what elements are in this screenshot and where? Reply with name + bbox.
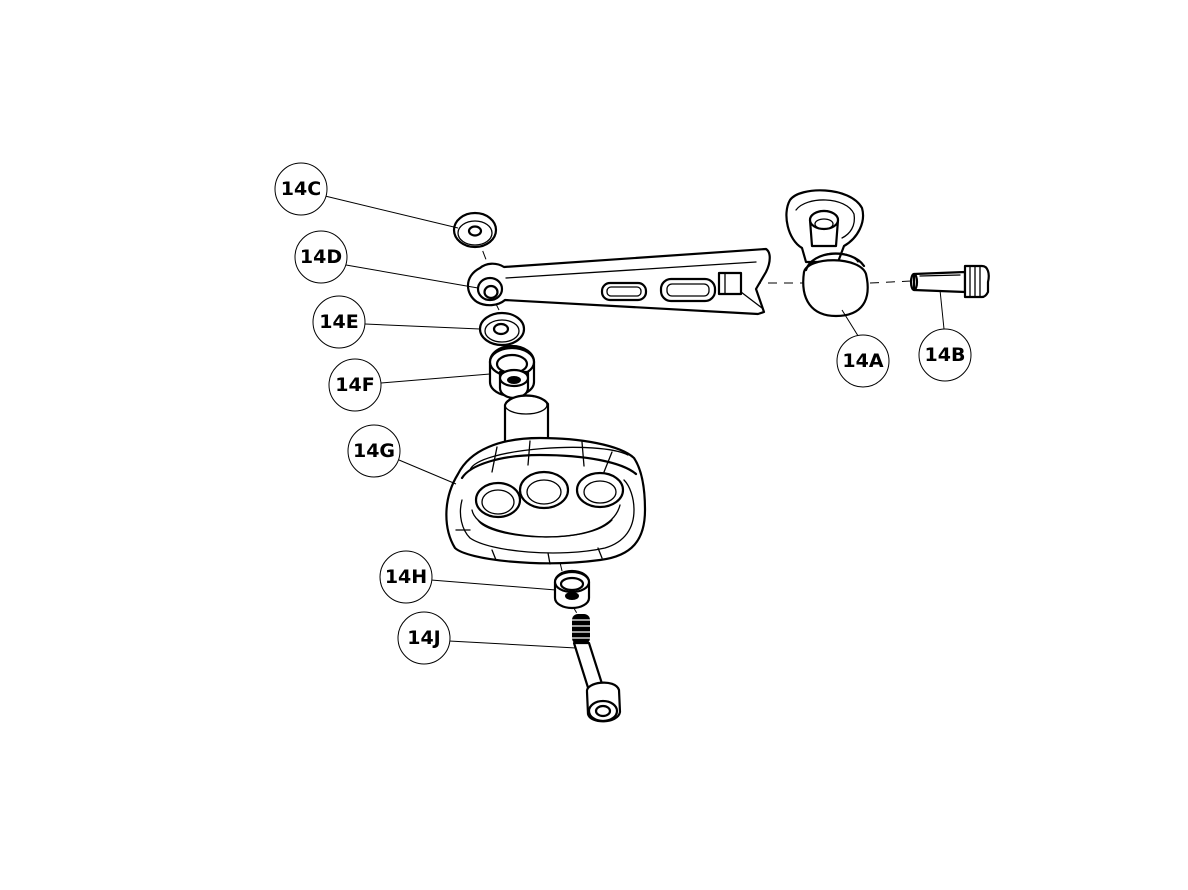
callout-14d-label: 14D	[300, 246, 342, 268]
callout-14j-label: 14J	[407, 627, 441, 649]
part-14b-screw	[909, 264, 990, 299]
part-14g-pedal	[445, 394, 647, 565]
callout-14g-label: 14G	[353, 440, 395, 462]
part-14a-pivot-bracket	[785, 189, 869, 318]
callout-14a: 14A	[836, 334, 890, 388]
callout-14e: 14E	[312, 295, 366, 349]
callout-14d: 14D	[294, 230, 348, 284]
part-14j-bolt	[572, 614, 622, 723]
part-14c-washer	[452, 211, 498, 249]
part-14e-washer	[478, 311, 526, 347]
callout-14a-label: 14A	[842, 350, 883, 372]
callout-14g: 14G	[347, 424, 401, 478]
callout-14f-label: 14F	[335, 374, 374, 396]
callout-14c: 14C	[274, 162, 328, 216]
callout-14e-label: 14E	[319, 311, 358, 333]
callout-14b: 14B	[918, 328, 972, 382]
part-14d-lever-arm	[466, 247, 771, 316]
part-14h-spacer	[553, 569, 591, 610]
callout-14c-label: 14C	[281, 178, 321, 200]
callout-14f: 14F	[328, 358, 382, 412]
callout-14b-label: 14B	[925, 344, 966, 366]
part-14f-bushing	[488, 344, 536, 400]
callout-14h: 14H	[379, 550, 433, 604]
callout-14j: 14J	[397, 611, 451, 665]
callout-14h-label: 14H	[385, 566, 427, 588]
leader-lines	[324, 195, 945, 649]
